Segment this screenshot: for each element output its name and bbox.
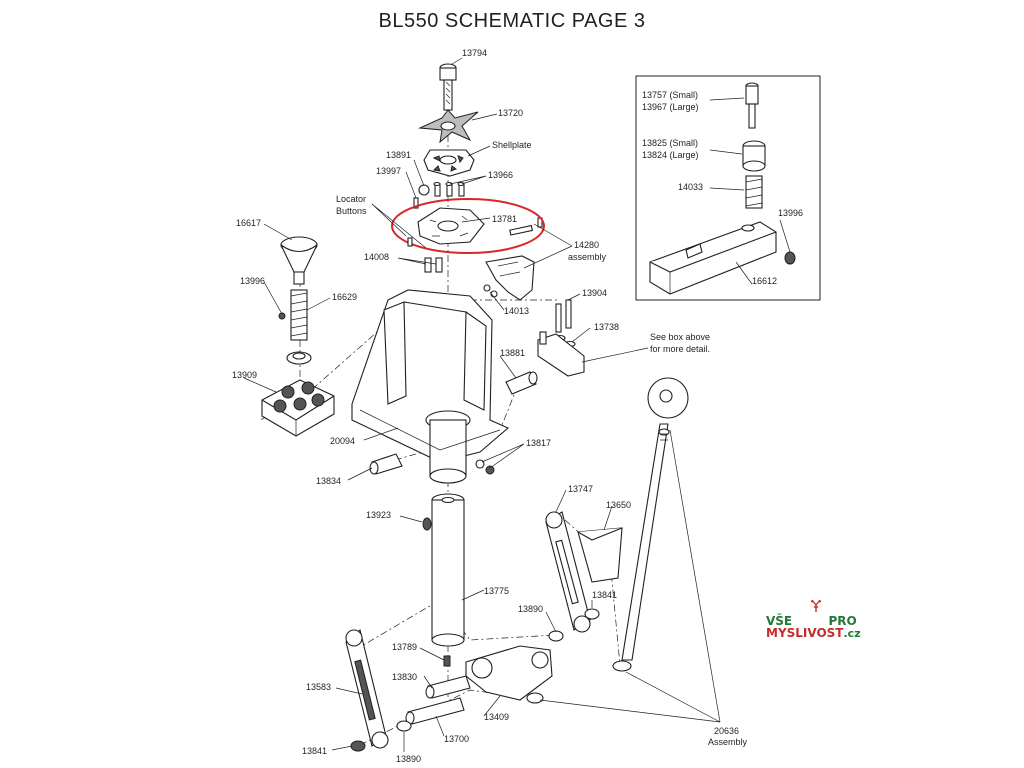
- label-13409: 13409: [484, 712, 509, 722]
- label-16617: 16617: [236, 218, 261, 228]
- label-20094: 20094: [330, 436, 355, 446]
- label-13996a: 13996: [240, 276, 265, 286]
- label-locator-2: Buttons: [336, 206, 367, 216]
- label-assembly-1: assembly: [568, 252, 607, 262]
- box-part-13825-sleeve: [742, 140, 766, 172]
- label-13738: 13738: [594, 322, 619, 332]
- part-16617-knob: [280, 236, 318, 285]
- label-13890b: 13890: [396, 754, 421, 764]
- part-13700-pin: [405, 697, 465, 725]
- page-title: BL550 SCHEMATIC PAGE 3: [378, 10, 646, 32]
- vse-pro-myslivost-logo[interactable]: VŠE PRO MYSLIVOST.cz: [766, 599, 876, 644]
- part-13909-toolhead: [261, 379, 335, 437]
- part-14013-screws: [483, 284, 498, 298]
- part-13923-setscrew: [422, 517, 432, 531]
- logo-vse: VŠE: [766, 614, 793, 628]
- part-13583-link: [345, 629, 389, 749]
- part-13966-pins: [433, 181, 465, 197]
- part-13834-pin: [369, 453, 403, 475]
- leader-lines: [243, 57, 791, 752]
- part-13890b-washer: [396, 720, 412, 732]
- logo-myslivost: MYSLIVOST: [766, 626, 844, 640]
- part-13747-link: [545, 511, 591, 633]
- label-13775: 13775: [484, 586, 509, 596]
- label-shellplate: Shellplate: [492, 140, 532, 150]
- part-13781-plate: [417, 207, 543, 245]
- label-assembly-2: Assembly: [708, 737, 748, 747]
- label-seebox-2: for more detail.: [650, 344, 710, 354]
- label-16629: 16629: [332, 292, 357, 302]
- part-13891-ball: [418, 184, 430, 196]
- box-label-13996: 13996: [778, 208, 803, 218]
- part-bracket: [537, 331, 585, 377]
- deer-icon: [810, 599, 822, 612]
- label-13700: 13700: [444, 734, 469, 744]
- label-13891: 13891: [386, 150, 411, 160]
- part-13890a-washer: [548, 630, 564, 642]
- label-13720: 13720: [498, 108, 523, 118]
- part-13775-ram: [431, 493, 465, 647]
- label-13841a: 13841: [592, 590, 617, 600]
- logo-pro: PRO: [828, 614, 857, 628]
- label-seebox-1: See box above: [650, 332, 710, 342]
- box-label-13824: 13824 (Large): [642, 150, 699, 160]
- logo-tld: .cz: [843, 627, 861, 640]
- label-13650: 13650: [606, 500, 631, 510]
- label-13909: 13909: [232, 370, 257, 380]
- box-label-13757: 13757 (Small): [642, 90, 698, 100]
- label-13890a: 13890: [518, 604, 543, 614]
- label-13997: 13997: [376, 166, 401, 176]
- box-label-13825: 13825 (Small): [642, 138, 698, 148]
- part-13830-pin: [425, 675, 471, 699]
- part-13720-indexer: [418, 109, 479, 144]
- part-16629-spring: [286, 289, 312, 365]
- box-part-13996-setscrew: [784, 251, 796, 265]
- label-13830: 13830: [392, 672, 417, 682]
- label-20636: 20636: [714, 726, 739, 736]
- part-13841b-nut: [350, 740, 366, 752]
- label-14280: 14280: [574, 240, 599, 250]
- label-13966: 13966: [488, 170, 513, 180]
- part-20094-frame: [351, 289, 510, 484]
- label-13841b: 13841: [302, 746, 327, 756]
- label-13904: 13904: [582, 288, 607, 298]
- part-20636-handle: [612, 377, 689, 672]
- part-locator-buttons: [407, 237, 443, 273]
- part-14280-assembly: [485, 255, 535, 301]
- highlight-circle: [391, 198, 545, 254]
- part-13817-nuts: [475, 459, 495, 475]
- box-part-13757-pin: [745, 82, 759, 129]
- box-label-16612: 16612: [752, 276, 777, 286]
- part-13794-bolt: [439, 63, 457, 111]
- part-13904-screws: [555, 299, 572, 333]
- label-13834: 13834: [316, 476, 341, 486]
- label-13881: 13881: [500, 348, 525, 358]
- label-locator-1: Locator: [336, 194, 366, 204]
- part-13789-setscrew: [443, 655, 451, 667]
- box-label-13967: 13967 (Large): [642, 102, 699, 112]
- label-13789: 13789: [392, 642, 417, 652]
- box-label-14033: 14033: [678, 182, 703, 192]
- label-14008: 14008: [364, 252, 389, 262]
- label-13923: 13923: [366, 510, 391, 520]
- part-13996-setscrew: [278, 312, 286, 320]
- part-13409-crank: [465, 645, 553, 704]
- label-13781: 13781: [492, 214, 517, 224]
- label-13794: 13794: [462, 48, 487, 58]
- box-part-16612-block: [649, 221, 777, 295]
- label-13817: 13817: [526, 438, 551, 448]
- part-13650-cup: [577, 527, 623, 583]
- label-13583: 13583: [306, 682, 331, 692]
- part-13841a-nut: [584, 608, 600, 620]
- label-14013: 14013: [504, 306, 529, 316]
- part-shellplate: [423, 149, 475, 177]
- part-13881-pin: [505, 371, 538, 395]
- label-13747: 13747: [568, 484, 593, 494]
- box-part-14033-spring: [745, 175, 763, 209]
